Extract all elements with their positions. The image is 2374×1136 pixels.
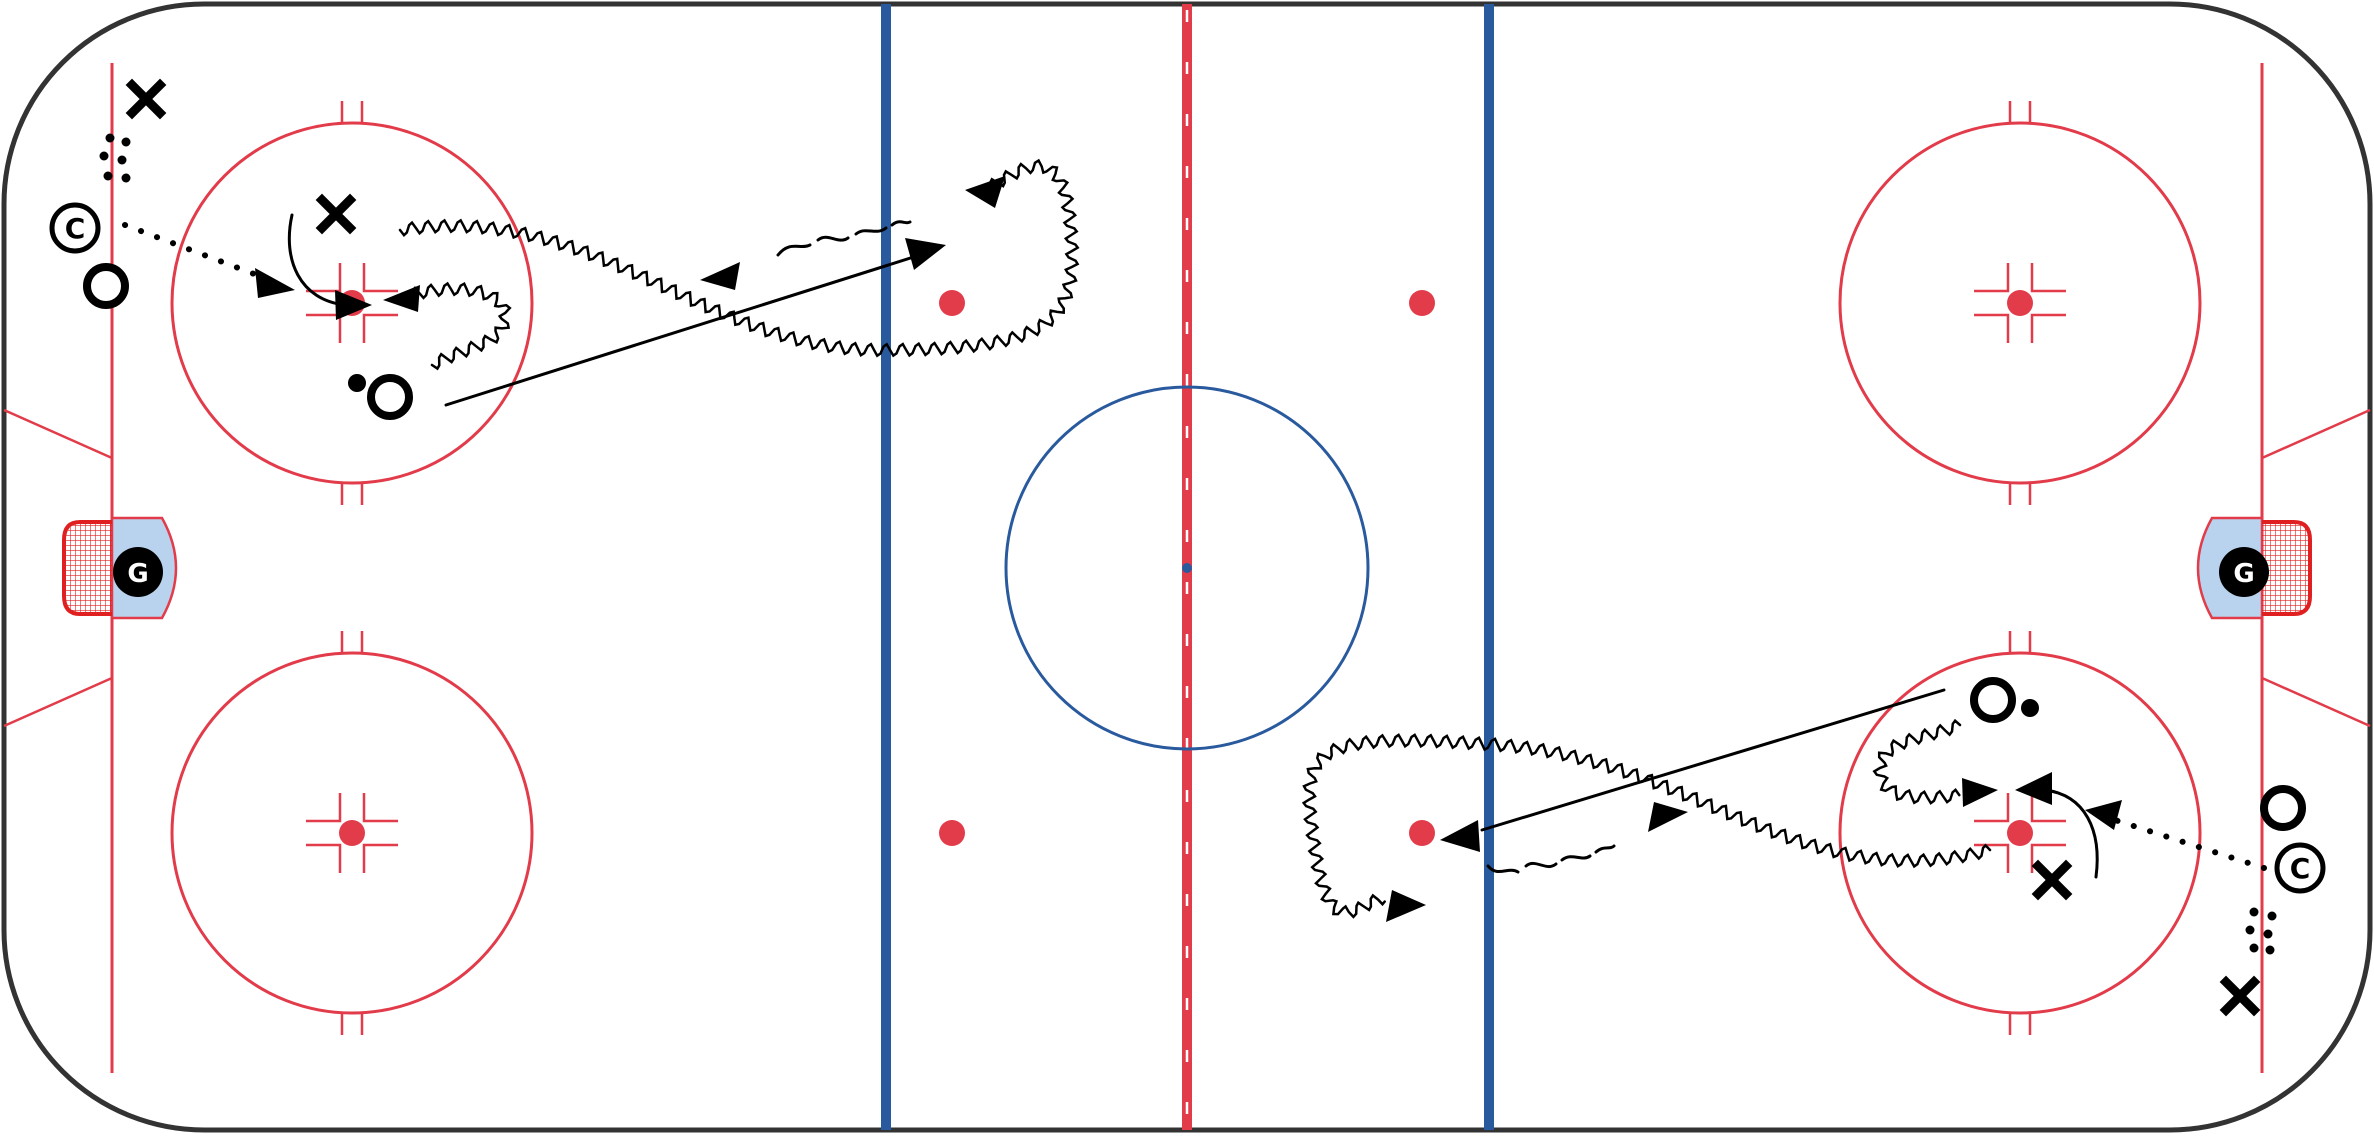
arrowhead-dotted-left <box>255 268 295 298</box>
center-faceoff-dot <box>1182 563 1192 573</box>
faceoff-circle-top-right <box>1838 121 2202 485</box>
arrowhead-skate-left-top <box>965 176 1005 208</box>
skate-path-right-big <box>1301 733 1992 919</box>
faceoff-l-mark <box>306 843 342 873</box>
skate-path-right-small <box>1872 718 1962 805</box>
faceoff-circle-bottom-left <box>170 651 534 1015</box>
arrowhead-pass-right <box>1440 820 1480 852</box>
neutral-dot-bottom-left <box>939 820 965 846</box>
trapezoid-left <box>3 408 113 728</box>
faceoff-dot-bottom-right <box>2007 820 2033 846</box>
faceoff-l-mark <box>1974 793 2010 823</box>
faceoff-l-mark <box>362 793 398 823</box>
goalie-left: G <box>113 547 163 597</box>
forward-o-left-circle <box>367 374 413 420</box>
faceoff-dot-top-right <box>2007 290 2033 316</box>
faceoff-dot-bottom-left <box>339 820 365 846</box>
arrowhead-skate-right-small <box>1962 778 1998 807</box>
goalie-label-left: G <box>127 559 148 589</box>
puck-left <box>348 374 366 392</box>
coach-label-right: C <box>2290 852 2311 885</box>
faceoff-l-mark <box>362 843 398 873</box>
puck-right <box>2021 699 2039 717</box>
faceoff-l-mark <box>2030 793 2066 823</box>
arrowhead-curve-right <box>2015 772 2052 805</box>
faceoff-l-mark <box>362 263 398 293</box>
coach-label-left: C <box>65 212 86 245</box>
faceoff-l-mark <box>306 793 342 823</box>
blue-line-right <box>1484 4 1494 1130</box>
curve-arrow-left <box>287 213 347 307</box>
arrowhead-skate-left-small <box>383 285 420 312</box>
curve-arrow-right <box>2043 788 2099 879</box>
faceoff-circle-top-left <box>170 121 534 485</box>
puck-dots-left <box>99 133 131 183</box>
arrowhead-dotted-right <box>2085 800 2122 830</box>
defender-x-left-corner <box>125 78 167 120</box>
faceoff-bottom-right <box>1838 631 2202 1035</box>
arrowhead-neutral-left <box>700 262 740 290</box>
skate-path-left-small <box>410 281 512 371</box>
arrowhead-neutral-right <box>1648 802 1688 832</box>
goalie-label-right: G <box>2233 559 2254 589</box>
players: C C G G <box>49 78 2326 1017</box>
goal-net-right <box>2262 520 2312 616</box>
faceoff-top-right <box>1838 101 2202 505</box>
coach-left: C <box>49 202 101 254</box>
faceoff-l-mark <box>2030 313 2066 343</box>
goalie-right: G <box>2219 547 2269 597</box>
center-circle <box>1004 385 1370 751</box>
faceoff-l-mark <box>362 313 398 343</box>
defender-x-right-circle <box>2031 859 2073 901</box>
blue-line-left <box>881 4 891 1130</box>
pass-line-right <box>1480 688 1946 832</box>
faceoff-l-mark <box>1974 263 2010 293</box>
neutral-dot-top-right <box>1409 290 1435 316</box>
skate-path-left-big <box>398 158 1080 358</box>
puck-dots-right <box>2245 907 2277 955</box>
backskate-right <box>1486 844 1616 874</box>
coach-right: C <box>2274 842 2326 894</box>
faceoff-l-mark <box>2030 263 2066 293</box>
arrowhead-curve-left <box>335 290 372 320</box>
goal-net-left <box>62 520 112 616</box>
faceoff-l-mark <box>1974 313 2010 343</box>
faceoff-circles <box>170 101 2202 1035</box>
forward-o-left-corner <box>83 263 129 309</box>
forward-o-right-corner <box>2260 785 2306 831</box>
backskate-left <box>776 220 912 257</box>
drill-left <box>99 133 1080 407</box>
faceoff-bottom-left <box>170 631 534 1035</box>
drill-right <box>1301 688 2277 955</box>
trapezoid-right <box>2261 408 2371 728</box>
defender-x-left-circle <box>315 193 357 235</box>
neutral-dot-top-left <box>939 290 965 316</box>
faceoff-circle-bottom-right <box>1838 651 2202 1015</box>
pass-line-left <box>444 253 922 407</box>
faceoff-l-mark <box>306 263 342 293</box>
forward-o-right-circle <box>1970 677 2016 723</box>
neutral-dot-bottom-right <box>1409 820 1435 846</box>
defender-x-right-corner <box>2219 975 2261 1017</box>
arrowhead-pass-left <box>905 238 946 270</box>
faceoff-l-mark <box>2030 843 2066 873</box>
arrowhead-skate-right-bottom <box>1386 890 1426 922</box>
